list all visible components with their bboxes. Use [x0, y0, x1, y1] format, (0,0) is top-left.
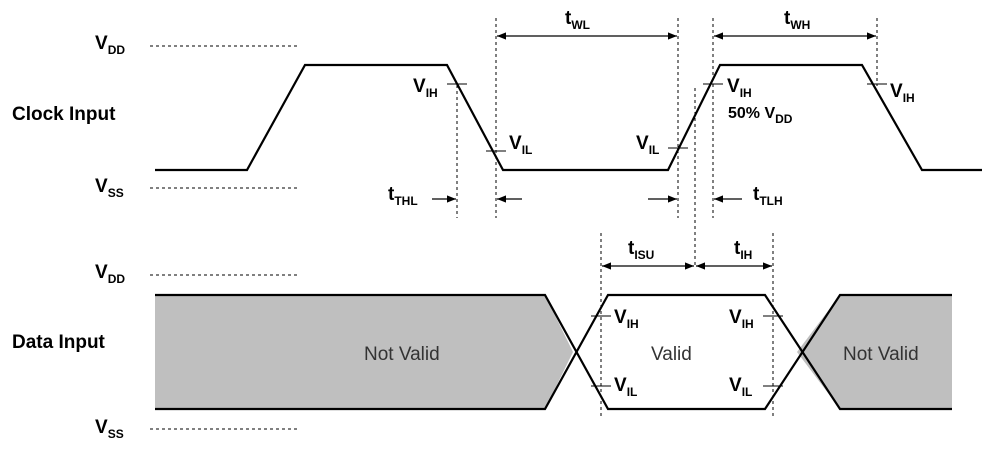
t-isu-label: tISU	[628, 238, 654, 262]
not-valid-label-right: Not Valid	[843, 344, 919, 365]
not-valid-region-right	[797, 295, 952, 409]
t-wl-label: tWL	[565, 8, 590, 32]
clock-vil-label-1: VIL	[509, 133, 532, 157]
data-vih-label-right: VIH	[729, 307, 754, 331]
clock-50pct-vdd-label: 50% VDD	[728, 105, 793, 126]
clock-waveform	[155, 63, 982, 172]
clock-vih-label-3: VIH	[890, 81, 915, 105]
data-vih-label-left: VIH	[614, 307, 639, 331]
clock-vdd-label: VDD	[95, 33, 125, 57]
data-vil-label-left: VIL	[614, 375, 637, 399]
clock-vih-label-1: VIH	[413, 76, 438, 100]
data-wave-bottom-left	[155, 293, 952, 411]
t-thl-label: tTHL	[388, 184, 418, 208]
not-valid-label-left: Not Valid	[364, 344, 440, 365]
clock-vil-label-2: VIL	[636, 133, 659, 157]
clock-vss-label: VSS	[95, 176, 124, 200]
valid-label: Valid	[651, 344, 692, 365]
clock-vih-label-2: VIH	[727, 76, 752, 100]
data-wave-top-left	[155, 293, 952, 411]
data-vdd-label: VDD	[95, 262, 125, 286]
t-tlh-label: tTLH	[753, 184, 783, 208]
data-input-label: Data Input	[12, 332, 106, 353]
clock-input-label: Clock Input	[12, 104, 116, 125]
t-ih-label: tIH	[734, 238, 752, 262]
data-vss-label: VSS	[95, 417, 124, 441]
t-wh-label: tWH	[784, 8, 810, 32]
not-valid-region-left	[155, 295, 573, 409]
data-vil-label-right: VIL	[729, 375, 752, 399]
